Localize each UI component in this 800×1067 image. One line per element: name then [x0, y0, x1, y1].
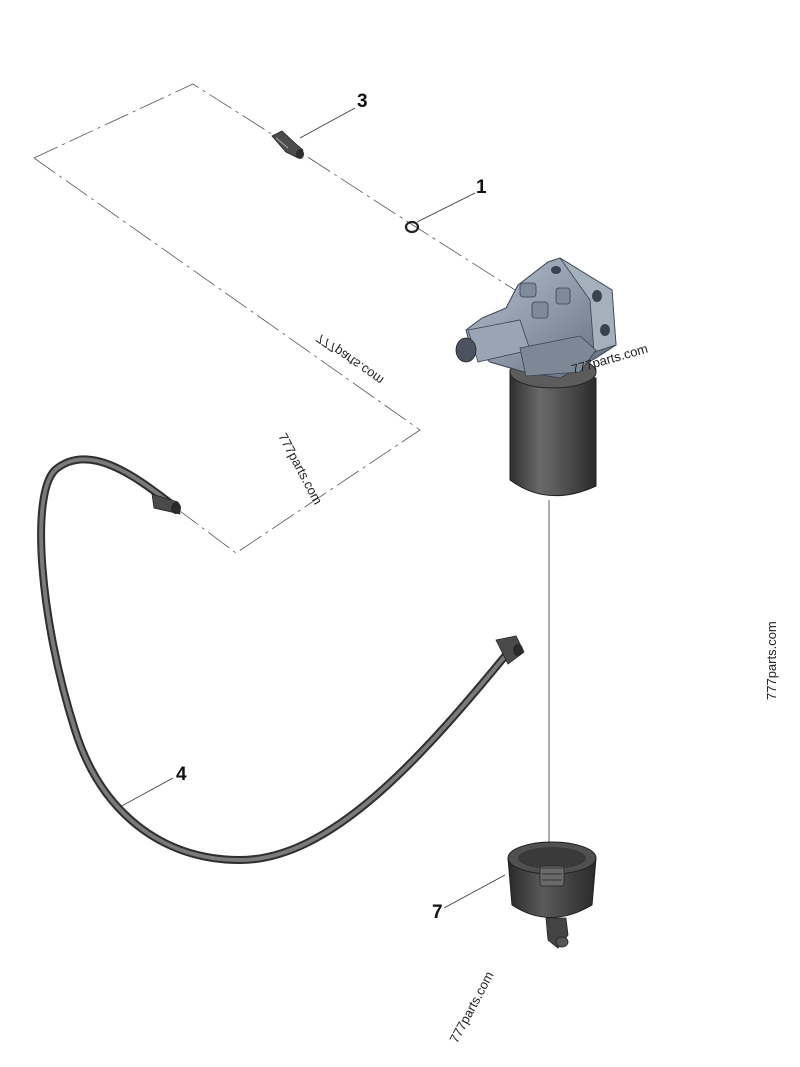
callout-1[interactable]: 1 — [476, 177, 487, 198]
watermark-phantom-box: 777parts.com — [275, 430, 325, 507]
part-3-bleed-screw[interactable] — [271, 130, 304, 159]
callout-4[interactable]: 4 — [176, 764, 187, 785]
watermark-right-edge: 777parts.com — [764, 621, 779, 700]
assembly-phantom-lines — [33, 83, 550, 850]
callout-3[interactable]: 3 — [357, 91, 368, 112]
part-7-bowl[interactable] — [507, 841, 597, 949]
part-1-o-ring[interactable] — [404, 220, 420, 234]
watermark-bottom: 777parts.com — [446, 969, 496, 1046]
filter-assembly[interactable] — [455, 257, 617, 497]
callout-7[interactable]: 7 — [432, 902, 443, 923]
callouts: 3 1 4 7 — [176, 91, 487, 923]
part-4-hose[interactable] — [37, 455, 525, 865]
watermark-upper-mirrored: 777parts.com — [313, 331, 386, 388]
leader-lines — [117, 107, 506, 909]
